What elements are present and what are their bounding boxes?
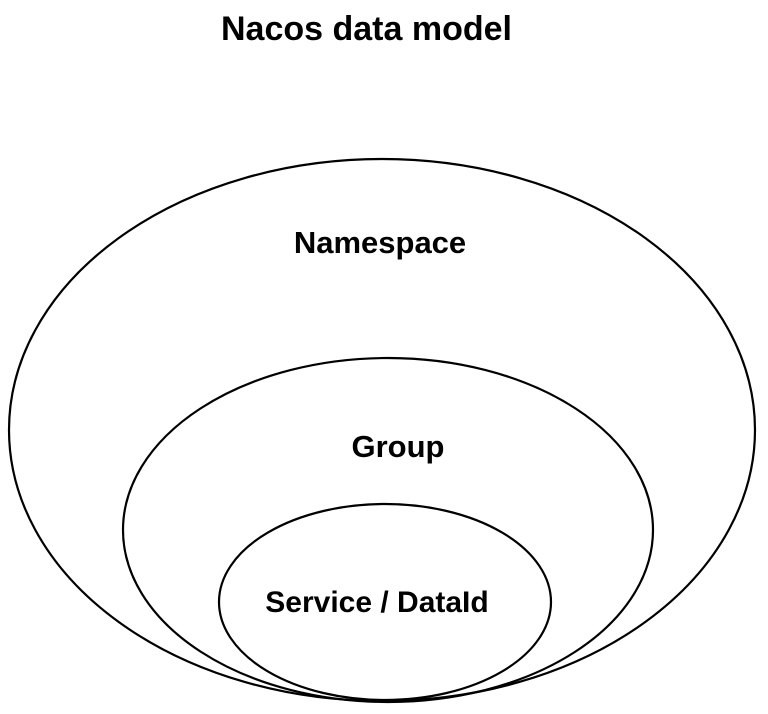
diagram-title: Nacos data model [221, 10, 512, 48]
service-dataid-label: Service / DataId [265, 586, 489, 619]
group-ellipse [121, 356, 655, 704]
service-dataid-ellipse [217, 502, 553, 702]
namespace-label: Namespace [293, 225, 467, 260]
group-label: Group [351, 429, 445, 464]
